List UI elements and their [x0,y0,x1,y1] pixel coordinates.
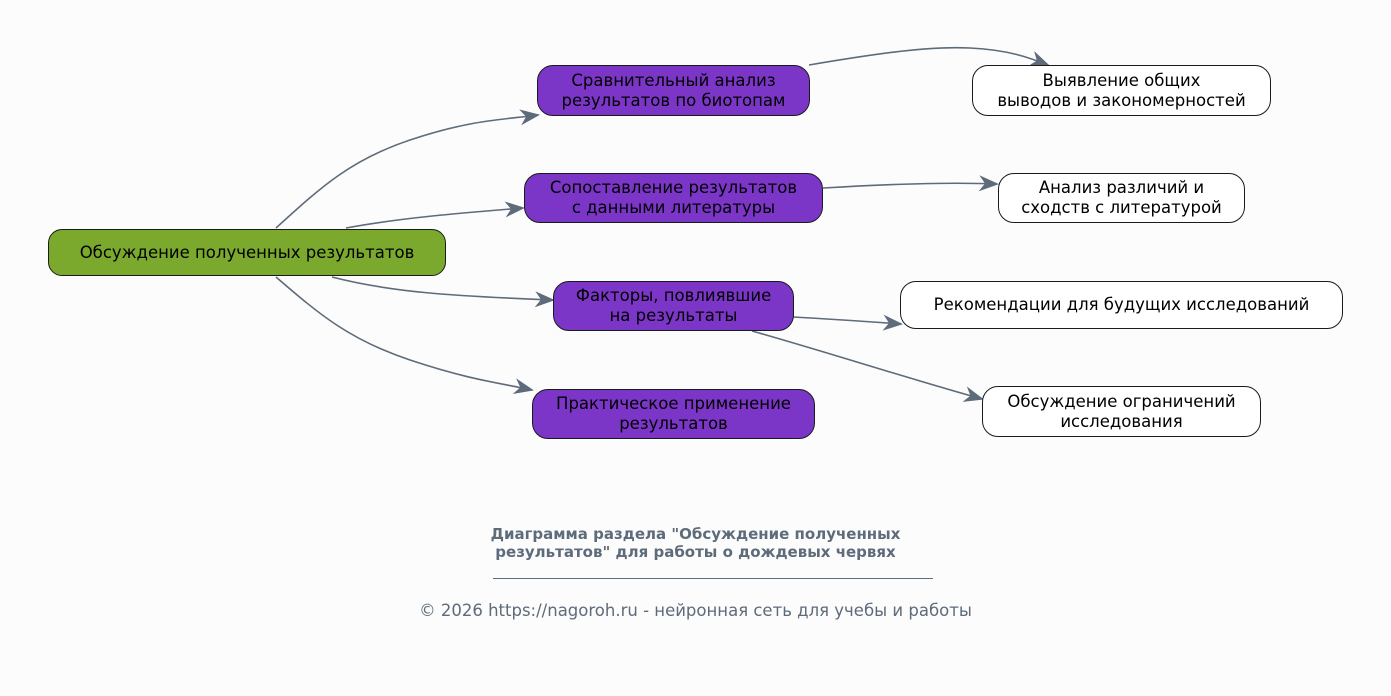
node-leaf-limitations: Обсуждение ограничений исследования [982,386,1261,437]
edge-m2-l2 [822,175,999,192]
edge-m3-l3 [792,314,903,331]
edge-root-m2 [345,201,525,229]
node-leaf-general-conclusions: Выявление общих выводов и закономерносте… [972,65,1271,116]
copyright-text: © 2026 https://nagoroh.ru - нейронная се… [419,601,972,620]
edge-root-m1 [275,109,540,229]
node-branch-comparative-analysis: Сравнительный анализ результатов по биот… [537,65,810,116]
node-branch-literature-comparison: Сопоставление результатов с данными лите… [524,173,823,223]
edge-m3-l4 [751,330,984,402]
edge-m1-l1 [808,46,1050,66]
edge-root-m4 [275,276,534,394]
caption-divider [493,578,933,579]
node-leaf-future-research: Рекомендации для будущих исследований [900,281,1343,329]
edge-root-m3 [331,276,555,308]
diagram-title: Диаграмма раздела "Обсуждение полученных… [490,525,901,561]
node-branch-practical-application: Практическое применение результатов [532,389,815,439]
node-branch-factors: Факторы, повлиявшие на результаты [553,281,794,331]
node-root: Обсуждение полученных результатов [48,229,446,276]
node-leaf-differences-similarities: Анализ различий и сходств с литературой [998,173,1245,223]
